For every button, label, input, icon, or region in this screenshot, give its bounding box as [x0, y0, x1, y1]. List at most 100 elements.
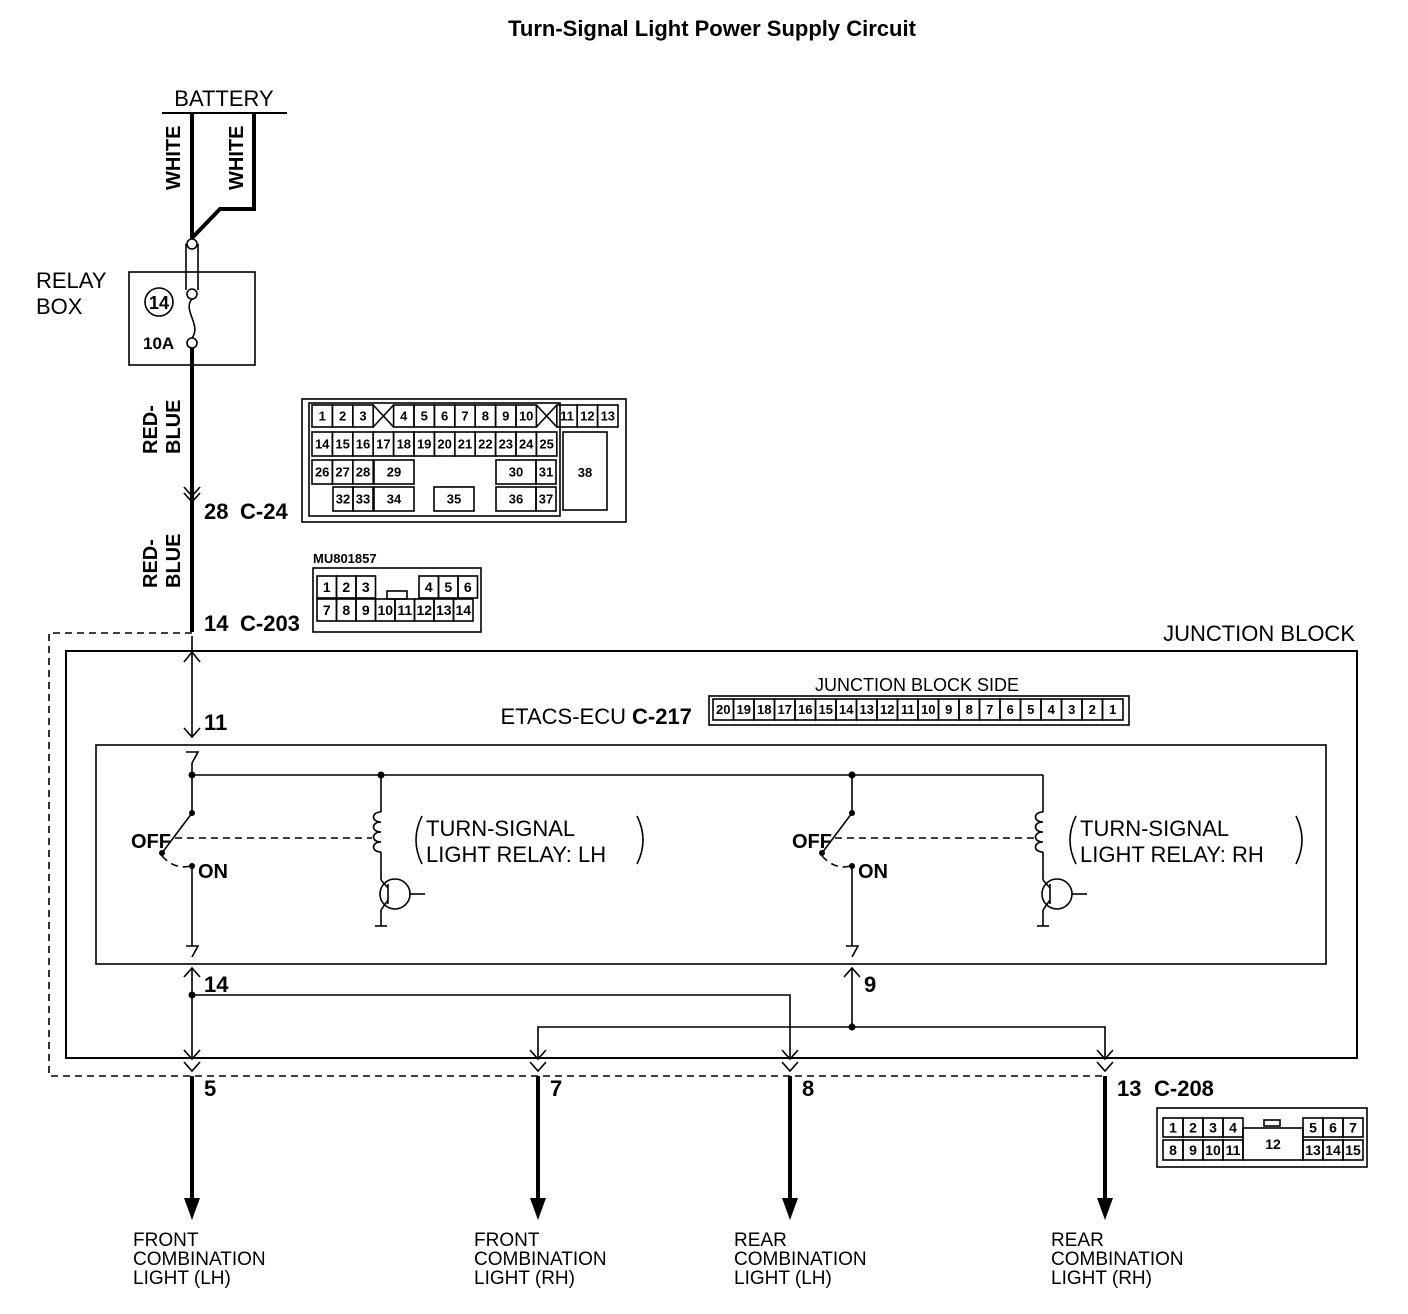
lh-transistor-c [380, 879, 389, 889]
connector-pin-label: 22 [478, 437, 492, 452]
out-label-3b: COMBINATION [734, 1249, 867, 1270]
connector-pin-label: 12 [580, 409, 594, 424]
connector-pin-cell [373, 486, 415, 512]
lh-switch-pivot [159, 850, 165, 856]
connector-pin-cell [433, 486, 475, 512]
connector-pin-cell [535, 431, 558, 457]
connector-pin-cell [1342, 1139, 1364, 1161]
connector-pin-label: 10 [1205, 1142, 1221, 1158]
lh-relay-paren-left [415, 815, 423, 865]
connector-pin-label: 26 [315, 465, 329, 480]
connector-pin-label: 7 [1349, 1120, 1357, 1136]
connector-pin-label: 7 [986, 702, 993, 717]
output-wires [184, 1076, 1113, 1220]
connector-pin-label: 5 [444, 579, 452, 595]
out-pin-1: 5 [204, 1076, 216, 1101]
connector-pin-label: 1 [1169, 1120, 1177, 1136]
connector-pin-label: 1 [323, 579, 331, 595]
terminal-fuse-top [186, 288, 198, 300]
out-label-3c: LIGHT (LH) [734, 1268, 832, 1289]
connector-pin-label: 2 [1189, 1120, 1197, 1136]
connector-pin-label: 19 [417, 437, 431, 452]
connector-pin-label: 17 [376, 437, 390, 452]
terminal-fuse-bottom [186, 337, 198, 349]
connector-pin-label: 20 [437, 437, 451, 452]
connector-pin-label: 11 [397, 602, 412, 618]
connector-pin-label: 9 [945, 702, 952, 717]
connector-pin-cell [351, 404, 374, 428]
rh-relay-paren-right [1295, 815, 1303, 865]
connector-pin-label: 12 [880, 702, 894, 717]
connector-pin-label: 7 [323, 602, 331, 618]
out-label-1c: LIGHT (LH) [133, 1268, 231, 1289]
rh-switch-arc [821, 855, 851, 868]
connector-pin-label: 2 [1089, 702, 1096, 717]
connector-pin-label: 12 [1265, 1136, 1281, 1152]
jb-output-arrows [183, 1049, 1114, 1073]
rh-output-triangle [846, 945, 860, 958]
connector-pin-label: 13 [1305, 1142, 1321, 1158]
connector-pin-cell [351, 459, 374, 485]
connector-pin-label: 8 [966, 702, 973, 717]
out-pin-3: 8 [802, 1076, 814, 1101]
rh-relay-label-1: TURN-SIGNAL [1080, 816, 1229, 841]
connector-pin-label: 4 [1048, 702, 1056, 717]
connector-pin-cell [515, 404, 538, 428]
lh-output-triangle [186, 945, 200, 958]
lh-switch-blade [161, 812, 193, 854]
connector-pin-label: 6 [1329, 1120, 1337, 1136]
connector-pin-label: 13 [436, 602, 452, 618]
ecu-input-triangle [186, 751, 200, 764]
connector-pin-label: 9 [502, 409, 509, 424]
connector-pin-label: 10 [921, 702, 935, 717]
connector-pin-label: 11 [1226, 1142, 1241, 1158]
connector-pin-label: 15 [335, 437, 349, 452]
white-wire-label-2: WHITE [226, 126, 248, 190]
connector-pin-cell [535, 459, 557, 485]
diagram-title: Turn-Signal Light Power Supply Circuit [508, 16, 916, 41]
connector-pin-label: 14 [315, 437, 330, 452]
connector-pin-label: 25 [539, 437, 553, 452]
connector-pin-label: 6 [1007, 702, 1014, 717]
lh-on-label: ON [198, 861, 228, 883]
connector-pin-label: 14 [839, 702, 854, 717]
out-label-3a: REAR [734, 1230, 787, 1251]
out-label-2a: FRONT [474, 1230, 540, 1251]
connector-pin-label: 8 [1169, 1142, 1177, 1158]
connector-pin-cell [535, 486, 557, 512]
lh-transistor-e [380, 899, 389, 911]
connector-pin-label: 33 [356, 492, 370, 507]
jb-rh-front [537, 1026, 852, 1058]
connector-pin-label: 2 [339, 409, 346, 424]
connector-pin-label: 19 [737, 702, 751, 717]
connector-pin-cell [596, 404, 619, 428]
rh-on-label: ON [858, 861, 888, 883]
connector-pin-label: 12 [416, 602, 432, 618]
rh-coil [1034, 811, 1044, 853]
connector-pin-cell [1101, 698, 1124, 721]
connector-pin-label: 15 [1345, 1142, 1361, 1158]
connector-pin-label: 21 [458, 437, 472, 452]
c203-id: C-203 [240, 611, 300, 636]
connector-pin-label: 8 [342, 602, 350, 618]
lh-relay-label-1: TURN-SIGNAL [426, 816, 575, 841]
rh-relay-label-2: LIGHT RELAY: RH [1080, 842, 1264, 867]
junction-block [65, 650, 1358, 1059]
c24-arrow-2 [183, 492, 201, 504]
ecu-entry-arrow [183, 727, 201, 739]
connector-blank-cross [535, 404, 558, 428]
connector-pin-label: 13 [860, 702, 874, 717]
connector-pin-label: 5 [1027, 702, 1034, 717]
connector-pin-label: 16 [356, 437, 370, 452]
connector-pin-label: 4 [400, 409, 408, 424]
rh-off-label: OFF [792, 831, 832, 853]
out-label-1b: COMBINATION [133, 1249, 266, 1270]
rh-transistor-c [1042, 879, 1051, 889]
lh-relay-label-2: LIGHT RELAY: LH [426, 842, 606, 867]
connector-pin-label: 3 [359, 409, 366, 424]
connector-boundary-dashed [48, 632, 1105, 1077]
out-label-4c: LIGHT (RH) [1051, 1268, 1152, 1289]
connector-pin-label: 4 [425, 579, 433, 595]
